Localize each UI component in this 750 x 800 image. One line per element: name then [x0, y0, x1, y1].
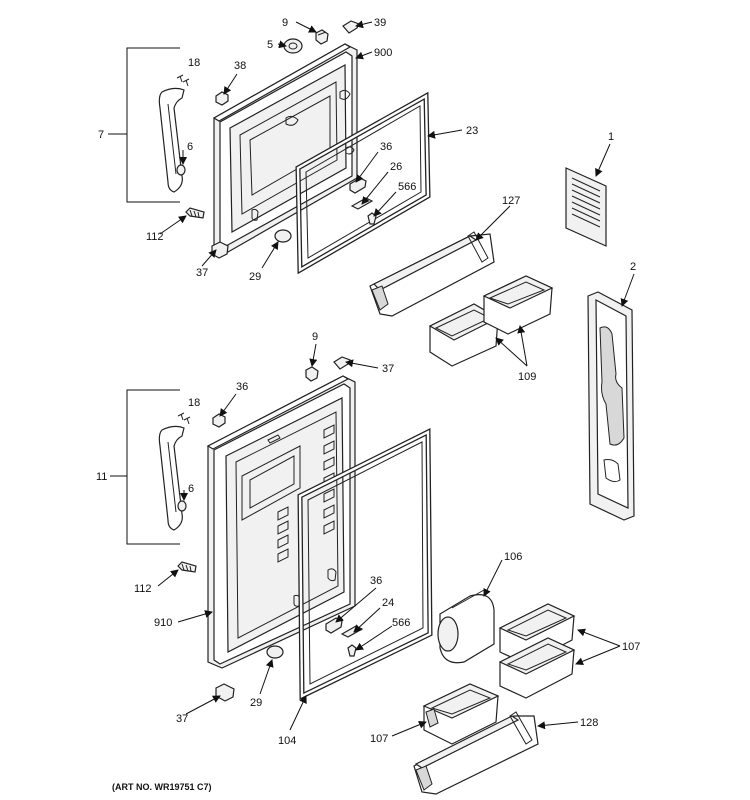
freezer-door-bin: [369, 231, 495, 317]
callout-9-lower: 9: [312, 331, 318, 343]
callout-109: 109: [518, 371, 536, 383]
callout-107-lower: 107: [370, 733, 388, 745]
callout-106: 106: [504, 551, 522, 563]
leader-lines: [108, 20, 635, 737]
callout-24: 24: [382, 597, 394, 609]
callout-5: 5: [267, 39, 273, 51]
callout-7: 7: [98, 129, 104, 141]
callout-566-lower: 566: [392, 617, 410, 629]
callout-37-lower: 37: [176, 713, 188, 725]
freezer-small-parts: [158, 20, 377, 259]
fresh-food-door-bin: [413, 711, 539, 795]
door-bin-lower: [422, 683, 500, 745]
freezer-shelf-bins: [428, 275, 554, 367]
door-bins-right: [498, 603, 576, 699]
callout-26: 26: [390, 161, 402, 173]
callout-112: 112: [146, 231, 164, 243]
freezer-door-assembly: [212, 43, 358, 253]
callout-104: 104: [278, 735, 296, 747]
callout-1: 1: [608, 131, 614, 143]
callout-11: 11: [96, 471, 107, 483]
callout-29: 29: [249, 271, 261, 283]
callout-6-lower: 6: [188, 483, 194, 495]
callout-18-lower: 18: [188, 397, 200, 409]
art-number: (ART NO. WR19751 C7): [112, 782, 212, 792]
callout-36: 36: [380, 141, 392, 153]
callout-107: 107: [622, 641, 640, 653]
callout-112-lower: 112: [134, 583, 152, 595]
callout-9: 9: [282, 17, 288, 29]
callout-127: 127: [502, 195, 520, 207]
callout-29-lower: 29: [250, 697, 262, 709]
fresh-food-door-gasket: [297, 427, 433, 700]
callout-23: 23: [466, 125, 478, 137]
callout-900: 900: [374, 47, 392, 59]
callout-36-lower: 36: [236, 381, 248, 393]
callout-37-upper-right: 37: [382, 363, 394, 375]
callout-910: 910: [154, 617, 172, 629]
callout-38: 38: [234, 60, 246, 72]
owners-manual: [565, 167, 607, 247]
dairy-compartment: [437, 589, 495, 664]
callout-18: 18: [188, 57, 200, 69]
callout-labels: 9 39 5 900 18 38 7 6 23 36 26 566 112 37…: [96, 17, 640, 747]
literature-panel: [587, 291, 635, 521]
callout-128: 128: [580, 717, 598, 729]
callout-6: 6: [187, 141, 193, 153]
callout-36-gasket: 36: [370, 575, 382, 587]
callout-2: 2: [630, 261, 636, 273]
callout-37: 37: [196, 267, 208, 279]
callout-39: 39: [374, 17, 386, 29]
freezer-door-gasket: [295, 91, 431, 275]
callout-566: 566: [398, 181, 416, 193]
